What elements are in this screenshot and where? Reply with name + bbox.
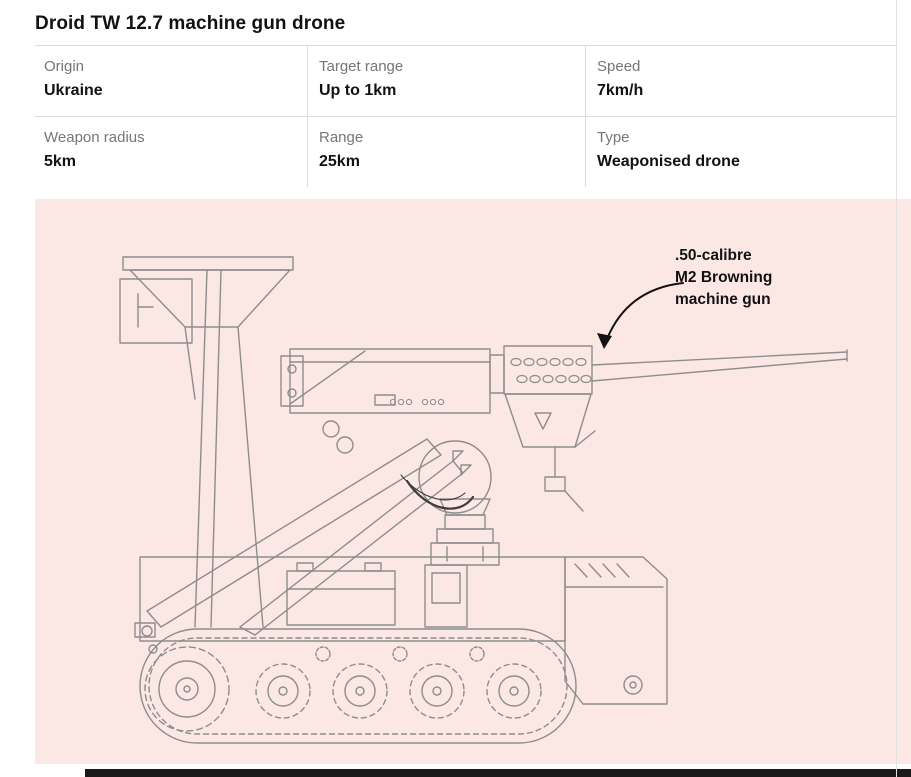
- spec-range: Range 25km: [307, 117, 585, 187]
- spec-value: Ukraine: [44, 82, 103, 99]
- hopper-and-mast: [119, 256, 294, 628]
- spec-row-1: Origin Ukraine Target range Up to 1km Sp…: [35, 46, 897, 116]
- spec-type: Type Weaponised drone: [585, 117, 897, 187]
- spec-value: 25km: [319, 153, 360, 170]
- spec-origin: Origin Ukraine: [35, 46, 307, 116]
- hull: [134, 556, 668, 705]
- spec-label: Target range: [319, 58, 404, 75]
- spec-label: Range: [319, 129, 364, 146]
- spec-value: 7km/h: [597, 82, 644, 99]
- machine-gun: [280, 345, 848, 414]
- drone-line-drawing: [119, 256, 848, 744]
- annotation-arrow: [597, 282, 684, 349]
- spec-label: Origin: [44, 58, 85, 75]
- annotation-label: .50-calibre M2 Browning machine gun: [675, 245, 772, 311]
- spec-table: Origin Ukraine Target range Up to 1km Sp…: [35, 46, 897, 187]
- tracks: [139, 628, 577, 744]
- page-edge-rule: [896, 0, 897, 777]
- barrel-jacket-holes: [510, 357, 592, 384]
- spec-value: Up to 1km: [319, 82, 397, 99]
- spec-label: Weapon radius: [44, 129, 145, 146]
- header: Droid TW 12.7 machine gun drone: [35, 0, 897, 46]
- cables: [400, 474, 475, 510]
- spec-label: Speed: [597, 58, 641, 75]
- boom-arms: [146, 420, 492, 636]
- gun-cradle: [504, 393, 596, 512]
- page-title: Droid TW 12.7 machine gun drone: [35, 13, 346, 34]
- gun-pedestal: [430, 498, 500, 566]
- spec-label: Type: [597, 129, 630, 146]
- illustration-panel: .50-calibre M2 Browning machine gun: [35, 199, 911, 764]
- spec-row-2: Weapon radius 5km Range 25km Type Weapon…: [35, 116, 897, 187]
- annotation-line: M2 Browning: [675, 269, 773, 286]
- spec-speed: Speed 7km/h: [585, 46, 897, 116]
- annotation-line: .50-calibre: [675, 247, 752, 264]
- spec-value: 5km: [44, 153, 77, 170]
- next-section-bar: [85, 769, 911, 777]
- spec-weapon-radius: Weapon radius 5km: [35, 117, 307, 187]
- annotation-line: machine gun: [675, 291, 771, 308]
- spec-value: Weaponised drone: [597, 153, 740, 170]
- spec-target-range: Target range Up to 1km: [307, 46, 585, 116]
